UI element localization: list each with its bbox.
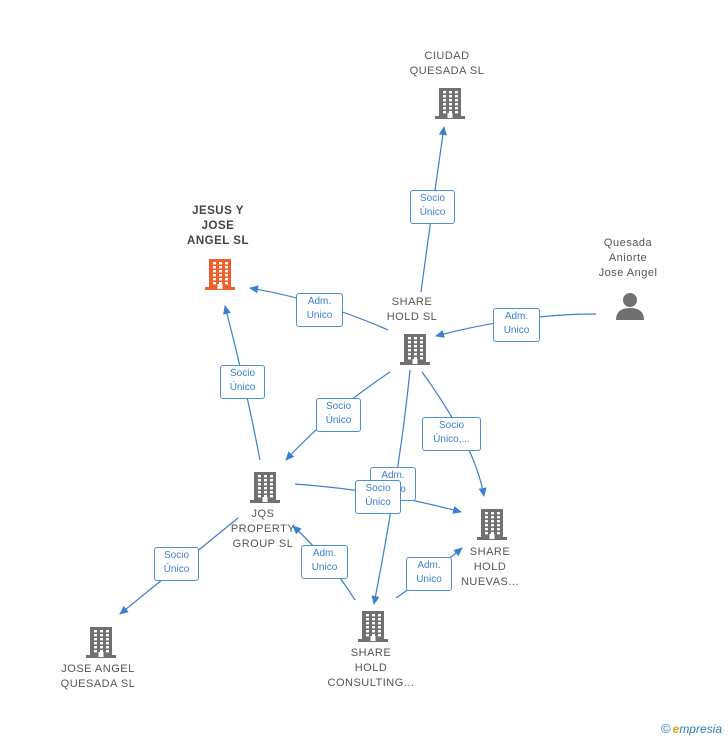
empresia-logo[interactable]: ©empresia: [661, 721, 722, 736]
edge-label-line: Adm.: [307, 296, 332, 307]
node-label-sharehold[interactable]: SHARE HOLD SL: [387, 295, 438, 325]
node-label-line: JESUS Y: [192, 205, 244, 217]
edge-label-line: Socio: [229, 368, 255, 379]
node-label-line: Jose Angel: [598, 267, 658, 279]
node-label-line: CONSULTING...: [327, 677, 415, 689]
edge-label-line: Adm.: [417, 560, 441, 571]
node-label-jesus[interactable]: JESUS Y JOSE ANGEL SL: [187, 204, 249, 249]
node-label-line: QUESADA SL: [409, 65, 485, 77]
node-label-jqs[interactable]: JQS PROPERTY GROUP SL: [231, 507, 295, 552]
node-label-line: SHARE: [469, 546, 511, 558]
edge-label-line: Socio: [325, 401, 351, 412]
building-icon[interactable]: [86, 625, 116, 659]
edge-label-line: Socio: [365, 483, 391, 494]
node-label-line: JQS: [251, 508, 275, 520]
edge-label-line: Socio: [438, 420, 464, 431]
edge-label-line: Adm.: [504, 311, 529, 322]
building-icon[interactable]: [358, 609, 388, 643]
logo-text: mpresia: [679, 722, 722, 736]
building-icon[interactable]: [477, 507, 507, 541]
node-label-line: CIUDAD: [424, 50, 470, 62]
node-label-line: GROUP SL: [232, 538, 294, 550]
edge-label-person-sh[interactable]: Adm. Unico: [493, 308, 540, 342]
edge-label-line: Unico: [416, 574, 442, 585]
node-label-line: Aniorte: [608, 252, 648, 264]
edge-label-line: Único: [163, 564, 190, 575]
logo-e: e: [672, 722, 680, 736]
edge-label-line: Unico: [306, 310, 333, 321]
edge-label-consulting-jqs[interactable]: Adm. Unico: [301, 545, 348, 579]
edge-label-line: Socio: [163, 550, 189, 561]
node-label-line: ANGEL SL: [187, 235, 249, 247]
node-label-joseangel[interactable]: JOSE ANGEL QUESADA SL: [61, 662, 136, 692]
edge-label-sh-jesus[interactable]: Adm. Unico: [296, 293, 343, 327]
edges-layer: [119, 126, 597, 615]
node-label-line: HOLD SL: [386, 311, 438, 323]
building-icon[interactable]: [205, 257, 235, 291]
building-icon[interactable]: [400, 332, 430, 366]
edge-label-line: Unico: [311, 562, 338, 573]
node-label-line: Quesada: [603, 237, 653, 249]
person-icon[interactable]: [615, 291, 645, 321]
node-label-line: HOLD: [473, 561, 507, 573]
edge-label-line: Único: [229, 382, 256, 393]
node-label-consulting[interactable]: SHARE HOLD CONSULTING...: [328, 646, 415, 691]
node-label-line: QUESADA SL: [60, 678, 136, 690]
edge-label-line: Único,...: [433, 434, 470, 445]
node-label-line: SHARE: [391, 296, 433, 308]
edge-label-line: Único: [419, 207, 446, 218]
edge-label-line: Adm.: [312, 548, 337, 559]
edge-label-line: Adm.: [381, 470, 405, 481]
building-icon[interactable]: [435, 86, 465, 120]
node-label-line: PROPERTY: [230, 523, 296, 535]
node-label-line: JOSE ANGEL: [61, 663, 135, 675]
copyright-symbol: ©: [661, 721, 671, 736]
edge-label-line: Unico: [503, 325, 530, 336]
node-label-nuevas[interactable]: SHARE HOLD NUEVAS...: [461, 545, 519, 590]
node-label-line: SHARE: [350, 647, 392, 659]
edge-label-consulting-nuevas[interactable]: Adm. Unico: [406, 557, 452, 591]
node-label-ciudad[interactable]: CIUDAD QUESADA SL: [410, 49, 485, 79]
edge-label-line: Socio: [419, 193, 445, 204]
node-label-line: HOLD: [354, 662, 388, 674]
node-label-line: NUEVAS...: [460, 576, 520, 588]
building-icon[interactable]: [250, 470, 280, 504]
edge-label-line: Único: [365, 497, 391, 508]
edge-label-line: Único: [325, 415, 352, 426]
node-label-line: JOSE: [201, 220, 235, 232]
